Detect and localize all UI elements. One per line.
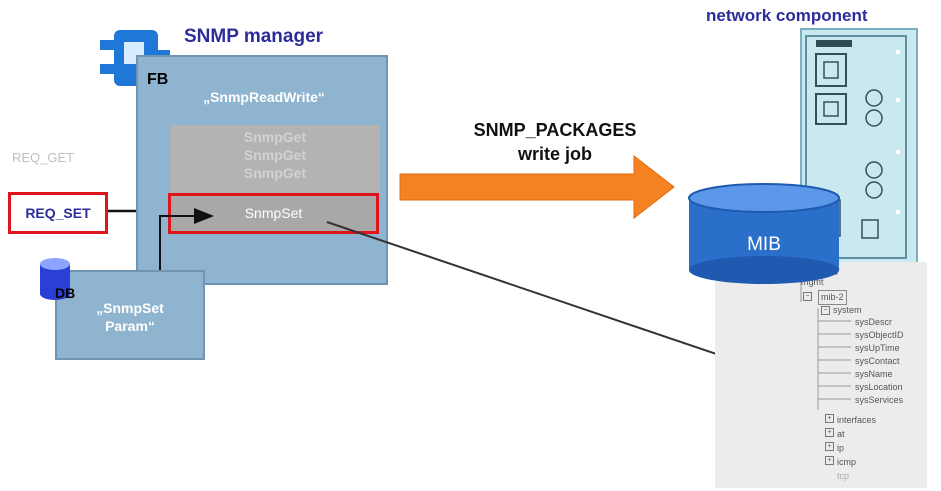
mib-tree-item[interactable]: at — [837, 429, 845, 439]
job-line2: write job — [517, 144, 592, 164]
job-line1: SNMP_PACKAGES — [473, 120, 637, 140]
mib-tree-item[interactable]: sysDescr — [855, 317, 893, 327]
network-component-title: network component — [706, 6, 868, 25]
mib-tree-item[interactable]: system — [833, 305, 862, 315]
mib-tree-item[interactable]: sysObjectID — [855, 330, 904, 340]
fb-label: FB — [147, 71, 169, 88]
mib-tree-item[interactable]: sysUpTime — [855, 343, 900, 353]
collapse-icon[interactable]: − — [821, 306, 830, 315]
snmp-get-stack: SnmpGet SnmpGet SnmpGet — [170, 125, 380, 205]
snmp-get-item: SnmpGet — [243, 165, 307, 181]
mib-database-icon — [688, 183, 840, 284]
snmp-manager-title: SNMP manager — [184, 26, 324, 47]
snmp-set-label: SnmpSet — [244, 205, 303, 221]
req-set-input[interactable]: REQ_SET — [8, 192, 108, 234]
db-to-snmpset-arrow — [159, 208, 214, 270]
snmp-read-write-block: „SnmpReadWrite“ SnmpGet SnmpGet SnmpGet — [136, 55, 388, 285]
write-job-arrow — [399, 154, 675, 220]
snmp-get-item: SnmpGet — [243, 147, 307, 163]
database-icon — [40, 258, 70, 300]
mib-tree-item[interactable]: tcp — [837, 471, 850, 481]
db-name-line1: „SnmpSet — [96, 300, 164, 316]
mib-tree-item: mgmt — [801, 277, 824, 287]
db-label: DB — [55, 285, 76, 301]
mib-label: MIB — [747, 234, 781, 255]
mib-tree-item[interactable]: sysServices — [855, 395, 904, 405]
mib-tree-item[interactable]: sysName — [855, 369, 893, 379]
mib-tree-lines — [800, 282, 851, 410]
snmp-set-param-db: „SnmpSet Param“ — [55, 270, 205, 360]
db-name-line2: Param“ — [105, 318, 155, 334]
collapse-icon[interactable]: − — [803, 292, 812, 301]
expand-icon[interactable]: + — [825, 428, 834, 437]
expand-icon[interactable]: + — [825, 414, 834, 423]
write-job-label: SNMP_PACKAGES write job — [440, 118, 670, 166]
expand-icon[interactable]: + — [825, 442, 834, 451]
snmp-get-item: SnmpGet — [243, 129, 307, 145]
mib-tree-item[interactable]: icmp — [837, 457, 857, 467]
mib-tree-item[interactable]: interfaces — [837, 415, 877, 425]
mib-tree-item[interactable]: mib-2 — [818, 290, 847, 305]
mib-tree-item[interactable]: sysContact — [855, 356, 900, 366]
expand-icon[interactable]: + — [825, 456, 834, 465]
fb-instance-name: „SnmpReadWrite“ — [203, 89, 325, 105]
mib-tree-item[interactable]: ip — [837, 443, 845, 453]
mib-tree-item[interactable]: sysLocation — [855, 382, 903, 392]
req-get-input: REQ_GET — [12, 150, 75, 165]
mib-tree-panel: ectory mgmt mib-2 system sysDescr sysObj… — [715, 262, 927, 488]
